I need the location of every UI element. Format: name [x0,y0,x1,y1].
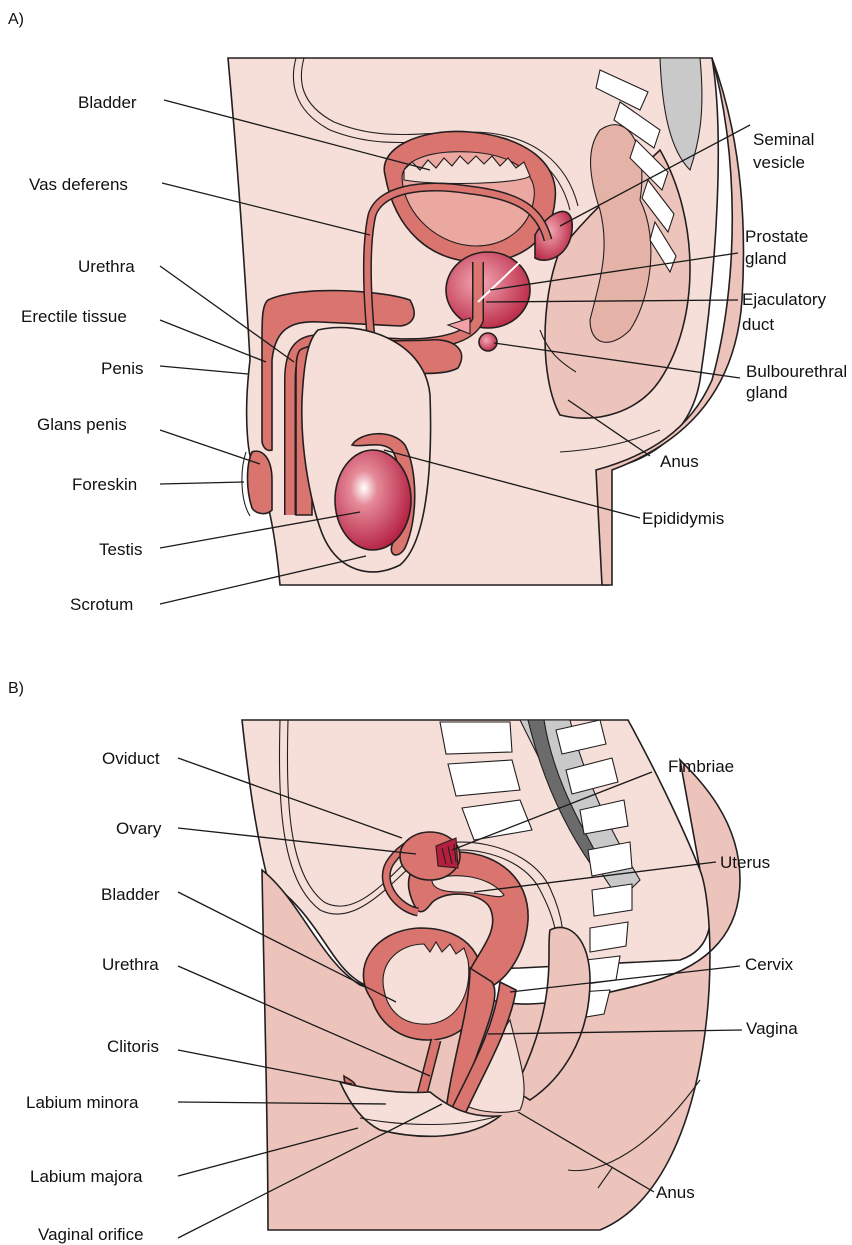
label-a-prostate: Prostate [745,227,808,246]
label-b-anus: Anus [656,1183,695,1202]
label-a-epididymis: Epididymis [642,509,724,528]
label-b-uterus: Uterus [720,853,770,872]
panel-b: B) [8,680,798,1244]
label-a-bulbourethral: Bulbourethral [746,362,847,381]
label-a-erectile-tissue: Erectile tissue [21,307,127,326]
leader-a-glans [160,430,260,464]
label-b-vaginal-orifice: Vaginal orifice [38,1225,144,1244]
label-b-urethra: Urethra [102,955,159,974]
panel-b-letter: B) [8,680,24,697]
leader-a-penis [160,366,248,374]
label-a-penis: Penis [101,359,144,378]
label-b-cervix: Cervix [745,955,794,974]
label-b-vagina: Vagina [746,1019,798,1038]
label-a-seminal: Seminal [753,130,814,149]
label-a-glans-penis: Glans penis [37,415,127,434]
label-a-scrotum: Scrotum [70,595,133,614]
label-a-anus: Anus [660,452,699,471]
label-a-ejaculatory-duct: duct [742,315,774,334]
label-b-labium-majora: Labium majora [30,1167,143,1186]
label-a-ejaculatory: Ejaculatory [742,290,827,309]
label-b-labium-minora: Labium minora [26,1093,139,1112]
label-a-vesicle: vesicle [753,153,805,172]
label-a-foreskin: Foreskin [72,475,137,494]
label-a-prostate-gland: gland [745,249,787,268]
label-b-oviduct: Oviduct [102,749,160,768]
label-b-ovary: Ovary [116,819,162,838]
label-a-bulbourethral-gland: gland [746,383,788,402]
male-testis [335,450,411,550]
label-b-clitoris: Clitoris [107,1037,159,1056]
panel-a-letter: A) [8,11,24,28]
label-a-vas-deferens: Vas deferens [29,175,128,194]
leader-a-foreskin [160,482,244,484]
male-bulbourethral [479,333,497,351]
label-a-urethra: Urethra [78,257,135,276]
label-b-bladder: Bladder [101,885,160,904]
label-a-bladder: Bladder [78,93,137,112]
panel-a: A) [8,11,847,614]
label-b-fimbriae: Fimbriae [668,757,734,776]
label-a-testis: Testis [99,540,142,559]
